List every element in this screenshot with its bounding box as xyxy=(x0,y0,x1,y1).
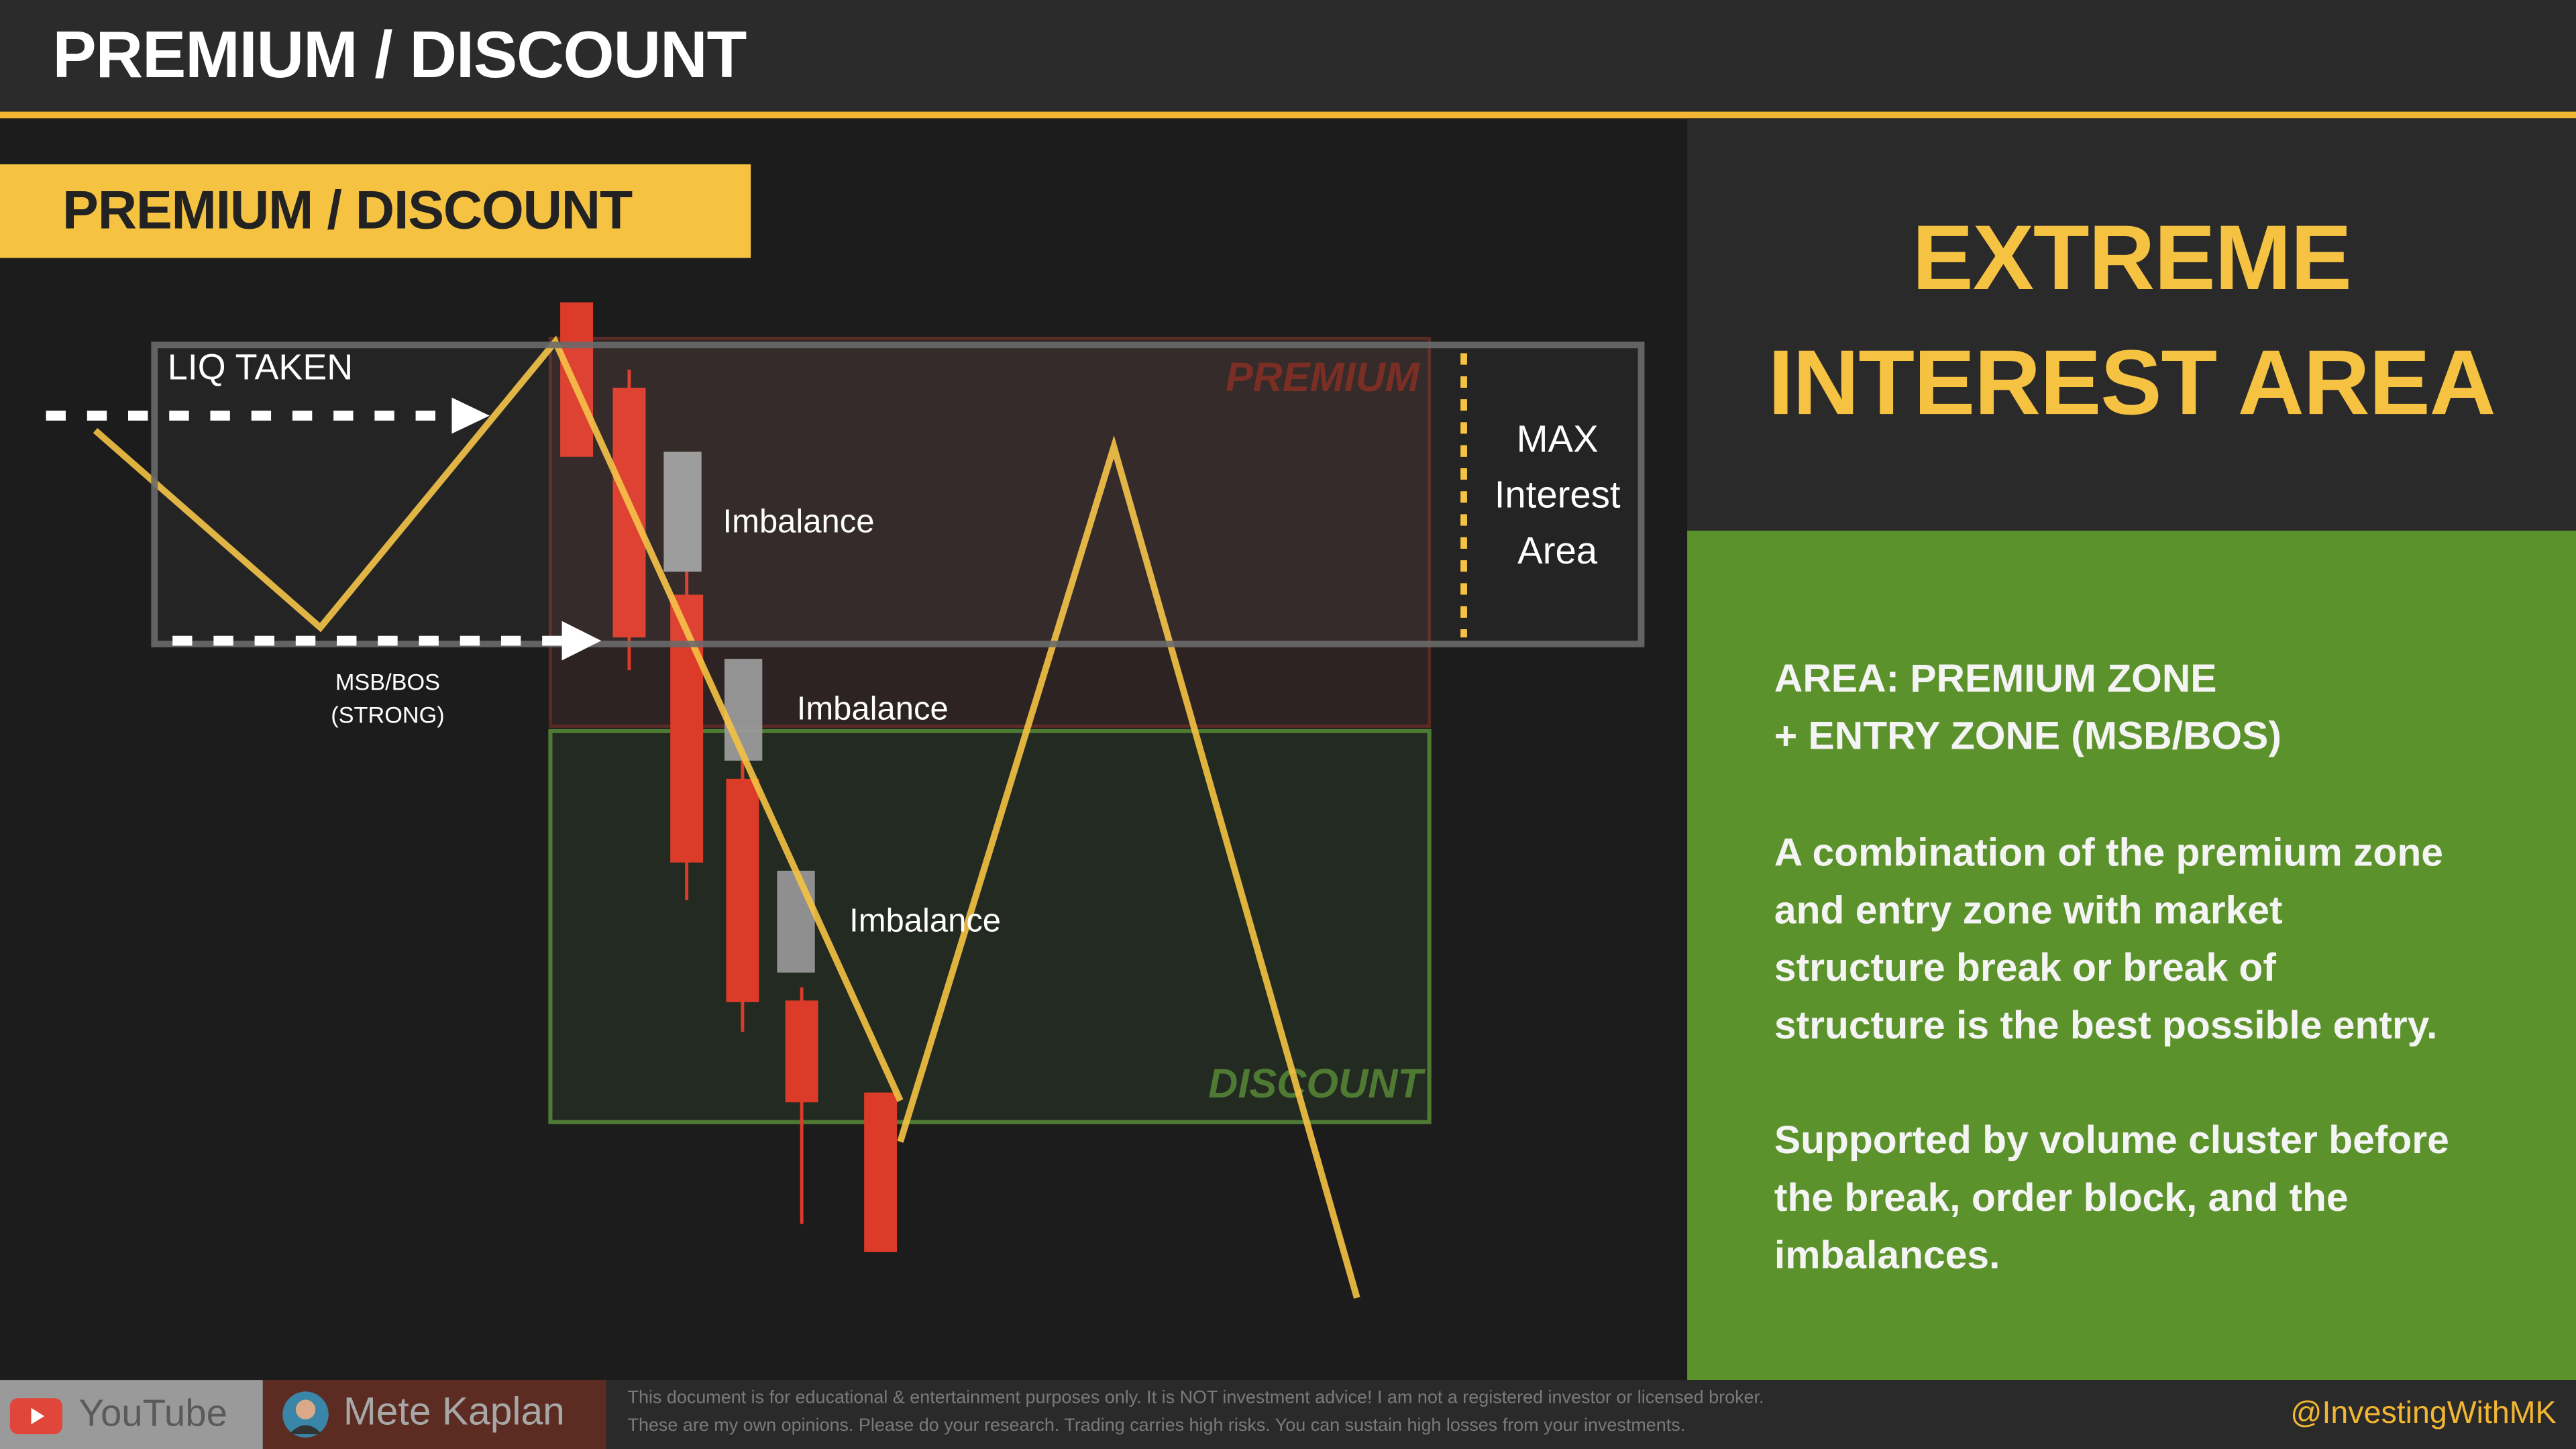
imbalance-label: Imbalance xyxy=(849,903,1001,939)
disclaimer-line: This document is for educational & enter… xyxy=(627,1388,1764,1408)
candle xyxy=(670,594,704,863)
discount-label: DISCOUNT xyxy=(1208,1061,1426,1106)
max-interest-line: MAX xyxy=(1517,417,1599,460)
imbalance-block xyxy=(777,870,815,973)
arrow-head-icon xyxy=(561,621,602,661)
headline-line: EXTREME xyxy=(1912,205,2352,309)
candle xyxy=(726,778,759,1002)
max-interest-box xyxy=(151,341,1645,647)
price-path-right xyxy=(897,435,1360,1299)
description-panel: AREA: PREMIUM ZONE + ENTRY ZONE (MSB/BOS… xyxy=(1687,531,2576,1381)
youtube-label: YouTube xyxy=(78,1391,227,1434)
candle xyxy=(612,387,646,638)
premium-discount-diagram: DISCOUNT PREMIUM LIQ TAKEN MSB/BOS (STRO… xyxy=(46,302,1645,1299)
description-line: imbalances. xyxy=(1774,1234,2000,1279)
imbalance-label: Imbalance xyxy=(797,691,949,727)
disclaimer-line: These are my own opinions. Please do you… xyxy=(627,1416,1686,1436)
imbalance-label: Imbalance xyxy=(723,503,875,539)
description-line: Supported by volume cluster before xyxy=(1774,1118,2449,1163)
premium-label: PREMIUM xyxy=(1226,354,1421,400)
page-title: PREMIUM / DISCOUNT xyxy=(52,19,747,93)
youtube-link[interactable]: YouTube xyxy=(0,1380,263,1449)
candle xyxy=(785,1000,818,1103)
strong-label: (STRONG) xyxy=(331,703,444,729)
header-divider xyxy=(0,111,2576,119)
description-line: structure break or break of xyxy=(1774,946,2276,991)
arrow-head-icon xyxy=(451,397,490,434)
area-line: + ENTRY ZONE (MSB/BOS) xyxy=(1774,714,2282,759)
candles xyxy=(560,302,898,1252)
headline-line: INTEREST AREA xyxy=(1768,330,2496,434)
max-interest-line: Interest xyxy=(1495,474,1621,516)
description-line: the break, order block, and the xyxy=(1774,1176,2349,1221)
author-link[interactable]: Mete Kaplan xyxy=(262,1380,606,1449)
description-line: structure is the best possible entry. xyxy=(1774,1004,2438,1049)
headline-panel: EXTREME INTEREST AREA xyxy=(1687,118,2576,531)
area-line: AREA: PREMIUM ZONE xyxy=(1774,657,2217,702)
candle xyxy=(560,302,594,457)
imbalance-block xyxy=(663,451,702,572)
liq-taken-label: LIQ TAKEN xyxy=(168,347,353,388)
imbalance-block xyxy=(724,659,763,761)
section-badge: PREMIUM / DISCOUNT xyxy=(0,164,751,258)
max-interest-line: Area xyxy=(1517,529,1598,572)
description-line: and entry zone with market xyxy=(1774,888,2283,934)
candle xyxy=(864,1092,898,1252)
youtube-icon xyxy=(9,1398,63,1434)
social-handle[interactable]: @InvestingWithMK xyxy=(2290,1396,2557,1432)
description-line: A combination of the premium zone xyxy=(1774,831,2443,876)
author-name: Mete Kaplan xyxy=(343,1389,565,1434)
header-bar xyxy=(0,0,2576,112)
section-badge-label: PREMIUM / DISCOUNT xyxy=(62,178,633,240)
msb-bos-label: MSB/BOS xyxy=(335,670,440,696)
discount-zone xyxy=(548,729,1432,1124)
price-path-left xyxy=(93,335,904,1102)
avatar xyxy=(282,1391,329,1438)
